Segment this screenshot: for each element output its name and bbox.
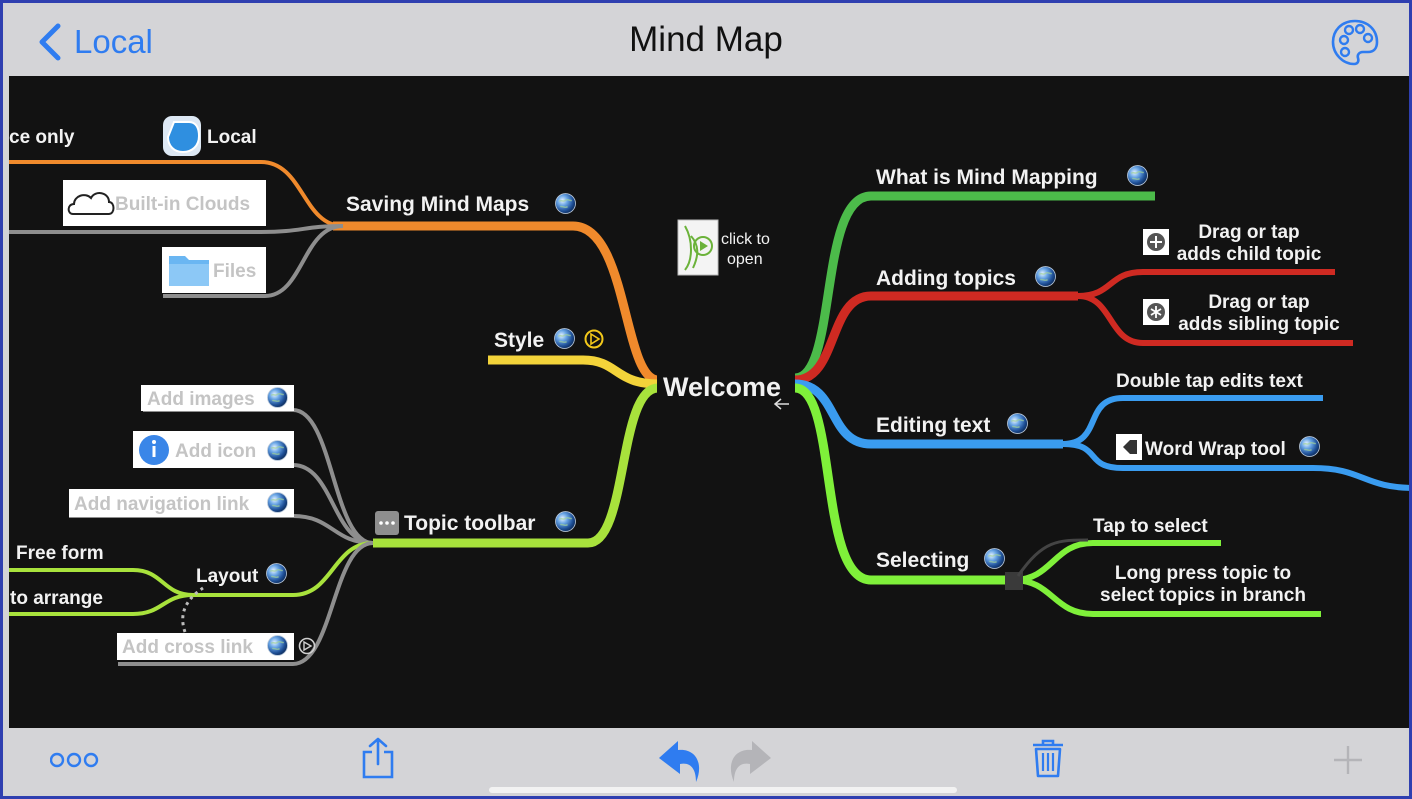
- word-wrap-icon: [1116, 434, 1142, 460]
- redo-icon[interactable]: [722, 738, 774, 784]
- globe-icon: [267, 635, 288, 656]
- globe-icon: [266, 563, 287, 584]
- local-drop-icon: [163, 116, 201, 156]
- topic-selecting[interactable]: Selecting: [876, 549, 969, 572]
- topic-tap-to-select[interactable]: Tap to select: [1093, 516, 1208, 537]
- topic-add-icon[interactable]: Add icon: [175, 441, 256, 462]
- page-title: Mind Map: [629, 20, 783, 59]
- topic-long-press-line2[interactable]: select topics in branch: [1100, 585, 1306, 606]
- topic-saving[interactable]: Saving Mind Maps: [346, 193, 529, 216]
- topic-add-navigation-link[interactable]: Add navigation link: [74, 494, 250, 515]
- topic-style[interactable]: Style: [494, 329, 544, 352]
- add-navigation-link-bg: [69, 489, 294, 517]
- video-attachment[interactable]: [677, 219, 719, 276]
- central-topic-bg: [657, 368, 793, 402]
- back-button[interactable]: Local: [34, 20, 153, 64]
- bottom-toolbar: [6, 728, 1406, 793]
- globe-icon: [267, 440, 288, 461]
- share-icon[interactable]: [360, 736, 396, 780]
- mind-map: Welcome click to open Saving Mind Maps c…: [9, 116, 1409, 666]
- home-indicator: [489, 787, 957, 793]
- globe-icon: [1035, 266, 1056, 287]
- topic-built-in-clouds[interactable]: Built-in Clouds: [115, 194, 250, 215]
- clouds-topic-bg: [63, 180, 266, 226]
- topic-free-form[interactable]: Free form: [16, 543, 104, 564]
- globe-icon: [1127, 165, 1148, 186]
- back-label: Local: [74, 23, 153, 60]
- globe-icon: [555, 193, 576, 214]
- topic-add-images[interactable]: Add images: [147, 389, 255, 410]
- play-badge-icon: [584, 329, 604, 349]
- folder-icon: [169, 256, 209, 286]
- play-badge-icon: [298, 637, 316, 655]
- globe-icon: [554, 328, 575, 349]
- topic-long-press-line1[interactable]: Long press topic to: [1115, 563, 1291, 584]
- branch-handle[interactable]: [1005, 572, 1023, 590]
- topic-to-arrange[interactable]: to arrange: [10, 588, 103, 609]
- globe-icon: [555, 511, 576, 532]
- topic-layout[interactable]: Layout: [196, 566, 259, 587]
- play-icon: [693, 236, 713, 256]
- mind-map-canvas[interactable]: Welcome click to open Saving Mind Maps c…: [9, 76, 1409, 728]
- globe-icon: [267, 492, 288, 513]
- topic-double-tap[interactable]: Double tap edits text: [1116, 371, 1304, 392]
- navigation-bar: Local Mind Map: [6, 6, 1406, 76]
- topic-files[interactable]: Files: [213, 261, 256, 282]
- topic-drag-child-line2[interactable]: adds child topic: [1177, 244, 1322, 265]
- more-icon[interactable]: [50, 748, 100, 772]
- central-topic[interactable]: Welcome: [663, 372, 781, 402]
- topic-drag-sibling-line2[interactable]: adds sibling topic: [1178, 314, 1340, 335]
- topic-local[interactable]: Local: [207, 127, 257, 148]
- topic-word-wrap[interactable]: Word Wrap tool: [1145, 439, 1286, 460]
- collapse-arrow-icon: [773, 398, 789, 410]
- globe-icon: [1007, 413, 1028, 434]
- add-child-icon: [1143, 229, 1169, 255]
- topic-adding-topics[interactable]: Adding topics: [876, 267, 1016, 290]
- add-sibling-icon: [1143, 299, 1169, 325]
- undo-icon[interactable]: [656, 738, 708, 784]
- add-icon[interactable]: [1332, 744, 1364, 776]
- palette-icon[interactable]: [1330, 18, 1380, 68]
- globe-icon: [267, 387, 288, 408]
- add-cross-link-bg: [117, 633, 294, 660]
- topic-toolbar[interactable]: Topic toolbar: [404, 512, 535, 535]
- trash-icon[interactable]: [1030, 738, 1066, 778]
- topic-drag-child-line1[interactable]: Drag or tap: [1198, 222, 1299, 243]
- topic-drag-sibling-line1[interactable]: Drag or tap: [1208, 292, 1309, 313]
- topic-device-only[interactable]: ce only: [9, 127, 75, 148]
- topic-editing-text[interactable]: Editing text: [876, 414, 990, 437]
- cloud-icon: [67, 192, 115, 215]
- video-note-line1: click to: [721, 231, 770, 248]
- chevron-left-icon: [39, 23, 61, 61]
- video-note-line2: open: [727, 251, 763, 268]
- topic-add-cross-link[interactable]: Add cross link: [122, 637, 253, 658]
- topic-what-is-mind-mapping[interactable]: What is Mind Mapping: [876, 166, 1098, 189]
- globe-icon: [984, 548, 1005, 569]
- globe-icon: [1299, 436, 1320, 457]
